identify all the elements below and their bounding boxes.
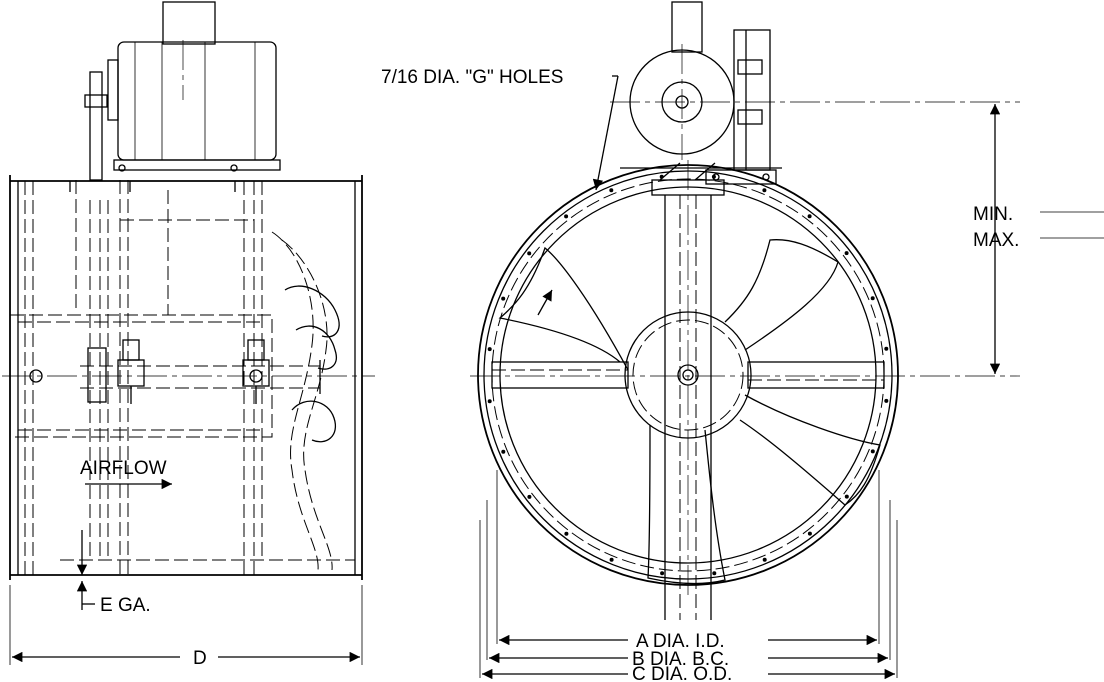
side-bolts — [117, 339, 270, 404]
bolt-hole — [884, 346, 889, 351]
bolt-hole — [844, 251, 849, 256]
bolt-hole — [711, 174, 716, 179]
bolt-hole — [807, 531, 812, 536]
rotation-arrow — [537, 289, 553, 316]
bolt-hole — [609, 188, 614, 193]
bolt-hole — [564, 214, 569, 219]
front-mount — [651, 169, 777, 620]
side-housing — [9, 175, 363, 580]
holes-label: 7/16 DIA. "G" HOLES — [381, 67, 563, 88]
bolt-hole — [807, 214, 812, 219]
bolt-hole — [762, 188, 767, 193]
bolt-hole — [762, 557, 767, 562]
bolt-hole — [844, 494, 849, 499]
front-blades — [498, 239, 881, 585]
side-motor — [84, 1, 281, 181]
bolt-holes — [487, 174, 889, 576]
bolt-hole — [527, 251, 532, 256]
max-label: MAX. — [973, 230, 1019, 251]
bolt-hole — [712, 571, 717, 576]
bolt-hole — [609, 557, 614, 562]
bolt-hole — [564, 531, 569, 536]
gauge-label: E GA. — [100, 595, 151, 616]
front-struts — [491, 361, 885, 389]
bolt-hole — [501, 449, 506, 454]
bolt-hole — [659, 174, 664, 179]
bolt-hole — [870, 296, 875, 301]
side-view: AIRFLOW E GA. D — [2, 1, 375, 669]
front-motor — [610, 1, 1020, 181]
min-label: MIN. — [973, 204, 1013, 225]
side-hidden-lines — [9, 180, 355, 575]
holes-leader — [592, 75, 619, 191]
front-view: 7/16 DIA. "G" HOLES MIN. MAX. A DIA. I.D… — [381, 1, 1104, 682]
bolt-hole — [870, 449, 875, 454]
bolt-hole — [501, 296, 506, 301]
bolt-hole — [487, 347, 492, 352]
bolt-hole — [660, 571, 665, 576]
bolt-hole — [487, 399, 492, 404]
bolt-hole — [884, 398, 889, 403]
airflow-label: AIRFLOW — [80, 458, 167, 479]
bolt-hole — [527, 494, 532, 499]
depth-label: D — [193, 648, 207, 669]
dim-b-label: B DIA. B.C. — [632, 649, 729, 670]
dim-c-label: C DIA. O.D. — [632, 664, 732, 682]
dim-a-label: A DIA. I.D. — [636, 631, 725, 652]
